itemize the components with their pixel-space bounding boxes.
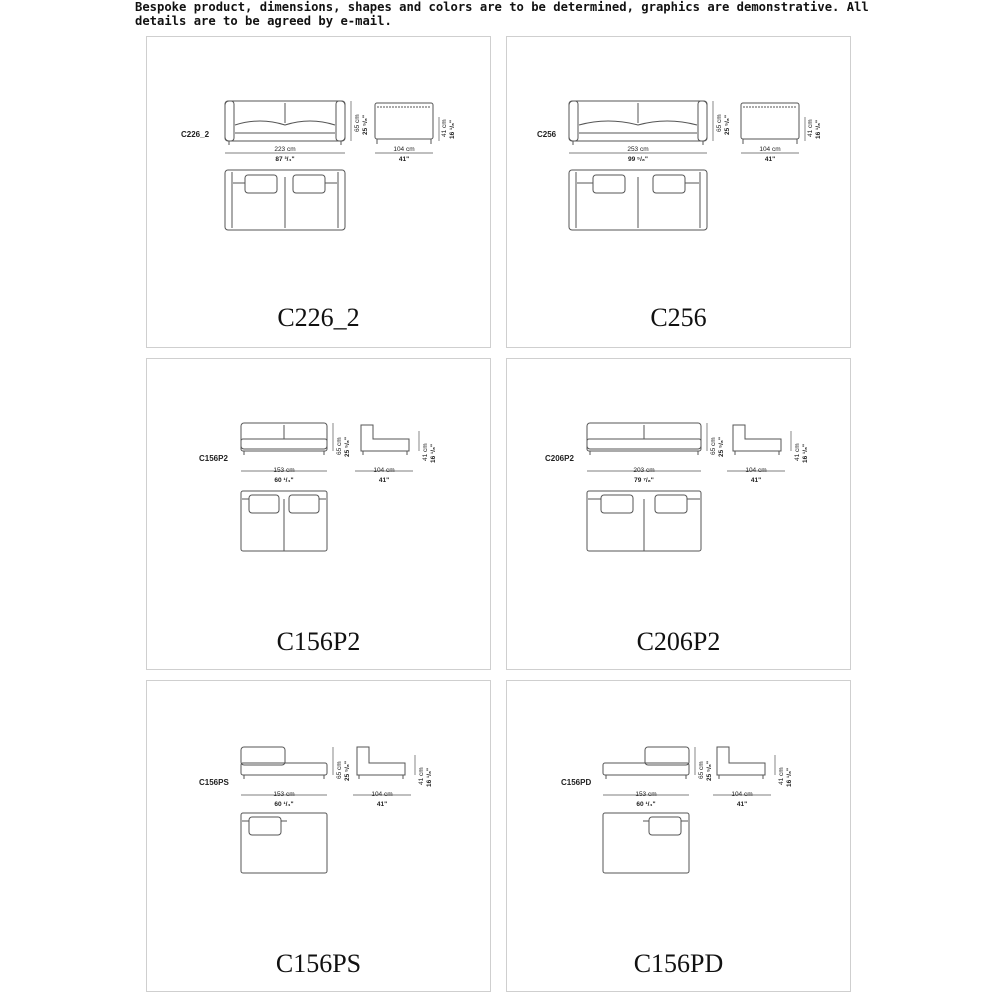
height-cm: 65 cm (698, 761, 705, 779)
depth-cm: 104 cm (373, 467, 394, 474)
drawing-c156p2: C156P2 153 cm 60 ¹/₄" 104 cm 41" 65 cm 2… (199, 422, 437, 552)
model-code: C256 (537, 130, 557, 139)
depth-cm: 104 cm (393, 146, 414, 153)
height-cm: 65 cm (354, 114, 361, 132)
height-in: 25 ⁵/₈" (344, 761, 351, 781)
seat-height-in: 16 ¹/₈" (430, 444, 437, 463)
model-code: C156PS (199, 778, 229, 787)
model-code: C226_2 (181, 130, 210, 139)
seat-height-cm: 41 cm (418, 767, 425, 785)
width-in: 60 ¹/₄" (636, 801, 655, 808)
model-code: C206P2 (545, 454, 574, 463)
height-in: 25 ⁵/₈" (724, 115, 731, 135)
depth-in: 41" (377, 801, 387, 808)
height-cm: 65 cm (336, 761, 343, 779)
panel-c226-2[interactable]: C226_2 223 cm 87 ³/₄" 104 cm 41" 65 cm 2… (146, 36, 491, 348)
seat-height-in: 16 ¹/₈" (802, 444, 809, 463)
seat-height-cm: 41 cm (778, 767, 785, 785)
model-label: C156PS (275, 949, 362, 978)
height-in: 25 ⁵/₈" (706, 761, 713, 781)
disclaimer-note: Bespoke product, dimensions, shapes and … (135, 0, 869, 28)
depth-in: 41" (765, 156, 775, 163)
depth-in: 41" (379, 477, 389, 484)
depth-in: 41" (399, 156, 409, 163)
depth-cm: 104 cm (745, 467, 766, 474)
height-in: 25 ⁵/₈" (362, 115, 369, 135)
depth-cm: 104 cm (759, 146, 780, 153)
width-cm: 203 cm (633, 467, 654, 474)
model-label: C226_2 (277, 303, 360, 332)
panel-c156ps[interactable]: C156PS 153 cm 60 ¹/₄" 104 cm 41" 65 cm 2… (146, 680, 491, 992)
model-label: C156PD (633, 949, 724, 978)
depth-cm: 104 cm (731, 791, 752, 798)
width-in: 87 ³/₄" (275, 156, 294, 163)
model-label: C256 (650, 303, 707, 332)
seat-height-cm: 41 cm (441, 119, 448, 137)
width-in: 60 ¹/₄" (274, 801, 293, 808)
depth-in: 41" (751, 477, 761, 484)
drawing-c206p2: C206P2 203 cm 79 ⁷/₈" 104 cm 41" 65 cm 2… (545, 422, 809, 552)
height-in: 25 ⁵/₈" (718, 437, 725, 457)
width-cm: 153 cm (273, 791, 294, 798)
drawing-c156ps: C156PS 153 cm 60 ¹/₄" 104 cm 41" 65 cm 2… (199, 746, 433, 874)
width-cm: 153 cm (635, 791, 656, 798)
height-in: 25 ⁵/₈" (344, 437, 351, 457)
drawing-c256: C256 253 cm 99 ⁵/₈" 104 cm 41" 65 cm 25 … (537, 100, 822, 231)
seat-height-in: 16 ¹/₈" (426, 768, 433, 787)
width-in: 99 ⁵/₈" (628, 156, 648, 163)
seat-height-cm: 41 cm (422, 443, 429, 461)
height-cm: 65 cm (716, 114, 723, 132)
drawing-c156pd: C156PD 153 cm 60 ¹/₄" 104 cm 41" 65 cm 2… (561, 746, 793, 874)
width-cm: 223 cm (274, 146, 295, 153)
model-code: C156PD (561, 778, 591, 787)
seat-height-in: 16 ¹/₈" (786, 768, 793, 787)
width-cm: 253 cm (627, 146, 648, 153)
depth-cm: 104 cm (371, 791, 392, 798)
width-cm: 153 cm (273, 467, 294, 474)
panel-c156pd[interactable]: C156PD 153 cm 60 ¹/₄" 104 cm 41" 65 cm 2… (506, 680, 851, 992)
model-label: C206P2 (636, 627, 721, 656)
width-in: 79 ⁷/₈" (634, 477, 654, 484)
height-cm: 65 cm (710, 437, 717, 455)
seat-height-cm: 41 cm (794, 443, 801, 461)
depth-in: 41" (737, 801, 747, 808)
width-in: 60 ¹/₄" (274, 477, 293, 484)
seat-height-in: 16 ¹/₈" (449, 120, 456, 139)
model-code: C156P2 (199, 454, 228, 463)
seat-height-cm: 41 cm (807, 119, 814, 137)
model-label: C156P2 (276, 627, 361, 656)
seat-height-in: 16 ¹/₈" (815, 120, 822, 139)
panel-c156p2[interactable]: C156P2 153 cm 60 ¹/₄" 104 cm 41" 65 cm 2… (146, 358, 491, 670)
panel-c206p2[interactable]: C206P2 203 cm 79 ⁷/₈" 104 cm 41" 65 cm 2… (506, 358, 851, 670)
panel-c256[interactable]: C256 253 cm 99 ⁵/₈" 104 cm 41" 65 cm 25 … (506, 36, 851, 348)
drawing-c226-2: C226_2 223 cm 87 ³/₄" 104 cm 41" 65 cm 2… (181, 100, 456, 231)
height-cm: 65 cm (336, 437, 343, 455)
